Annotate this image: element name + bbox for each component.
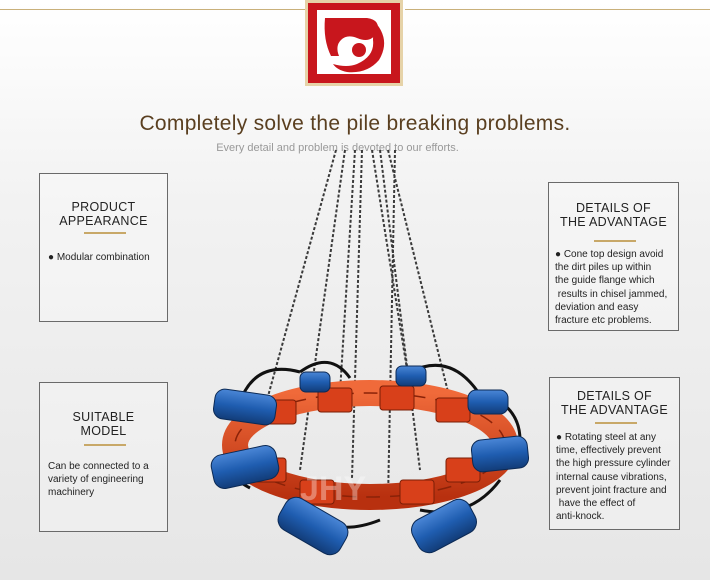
panel-title-line1: SUITABLE bbox=[72, 410, 135, 424]
svg-text:JHY: JHY bbox=[300, 470, 366, 508]
panel-title-line1: DETAILS OF bbox=[576, 389, 652, 403]
page-subheadline: Every detail and problem is devoted to o… bbox=[216, 142, 459, 154]
brand-logo bbox=[305, 0, 403, 86]
top-rule-right bbox=[405, 9, 710, 10]
panel-title-line2: THE ADVANTAGE bbox=[560, 215, 667, 229]
panel-text-line: have the effect of bbox=[556, 498, 636, 510]
advantage-panel-2: DETAILS OF THE ADVANTAGE ● Rotating stee… bbox=[549, 377, 680, 530]
panel-text-block: ● Cone top design avoid the dirt piles u… bbox=[555, 248, 667, 327]
panel-text-line: results in chisel jammed, bbox=[555, 288, 668, 300]
panel-title-line2: MODEL bbox=[80, 424, 127, 438]
panel-text-line: fracture etc problems. bbox=[555, 315, 652, 327]
panel-title-line1: DETAILS OF bbox=[575, 201, 651, 215]
panel-text-line: prevent joint fracture and bbox=[556, 484, 667, 496]
panel-text-line: Can be connected to a bbox=[48, 461, 149, 472]
panel-text-block: ● Rotating steel at any time, effectivel… bbox=[556, 431, 671, 523]
panel-text-line: anti-knock. bbox=[556, 511, 605, 523]
panel-text: ● Modular combination bbox=[48, 252, 150, 263]
panel-text-line: deviation and easy bbox=[555, 301, 639, 313]
panel-underline bbox=[84, 444, 126, 446]
panel-text-line: machinery bbox=[48, 487, 95, 499]
brand-logo-mark bbox=[324, 18, 385, 73]
panel-text-line: ● Cone top design avoid bbox=[555, 249, 664, 260]
panel-underline bbox=[595, 422, 637, 424]
panel-text-line: the dirt piles up within bbox=[555, 262, 652, 274]
panel-title-line2: APPEARANCE bbox=[59, 214, 148, 228]
panel-text-line: variety of engineering bbox=[48, 474, 144, 486]
product-appearance-panel: PRODUCT APPEARANCE ● Modular combination bbox=[39, 173, 168, 322]
page-headline: Completely solve the pile breaking probl… bbox=[139, 112, 571, 135]
top-rule-left bbox=[0, 9, 305, 10]
panel-text-block: Can be connected to a variety of enginee… bbox=[48, 460, 149, 500]
panel-title-line2: THE ADVANTAGE bbox=[561, 403, 668, 417]
panel-text-line: the high pressure cylinder bbox=[556, 458, 671, 470]
panel-title-line1: PRODUCT bbox=[71, 200, 136, 214]
panel-underline bbox=[84, 232, 126, 234]
panel-text-line: internal cause vibrations, bbox=[556, 471, 667, 483]
panel-underline bbox=[594, 240, 636, 242]
advantage-panel-1: DETAILS OF THE ADVANTAGE ● Cone top desi… bbox=[548, 182, 679, 331]
panel-text-line: time, effectively prevent bbox=[556, 445, 661, 457]
panel-text-line: the guide flange which bbox=[555, 275, 655, 287]
suitable-model-panel: SUITABLE MODEL Can be connected to a var… bbox=[39, 382, 168, 532]
panel-text-line: ● Rotating steel at any bbox=[556, 432, 656, 443]
